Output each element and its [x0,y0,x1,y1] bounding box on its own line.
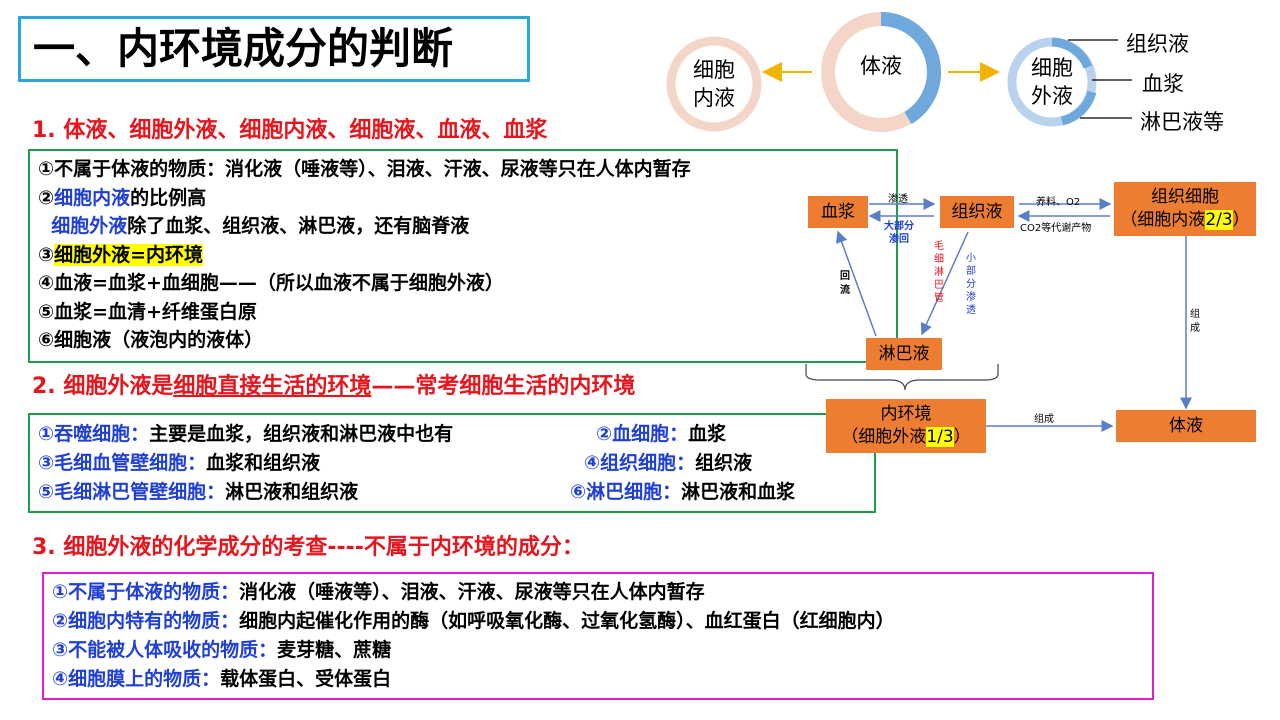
lymph-box: 淋巴液 [866,338,942,370]
plasma-box: 血浆 [808,196,868,228]
section1-line: ⑤血浆=血清+纤维蛋白原 [38,300,257,323]
page-title: 一、内环境成分的判断 [18,16,530,82]
lymph-etc-label: 淋巴液等 [1140,110,1224,134]
tissue-fluid-label: 组织液 [1126,32,1189,56]
section2-heading-b: 细胞直接生活的环境 [173,374,372,399]
body-fluid-box: 体液 [1116,410,1256,442]
section1-heading: 1. 体液、细胞外液、细胞内液、细胞液、血液、血浆 [32,118,548,143]
extracellular-label: 细胞外液 [1031,56,1073,108]
s3-item-4: ④细胞膜上的物质：载体蛋白、受体蛋白 [52,668,392,690]
compose-horizontal-label: 组成 [1034,414,1054,425]
s3-item-2: ②细胞内特有的物质：细胞内起催化作用的酶（如呼吸氧化酶、过氧化氢酶）、血红蛋白（… [52,610,895,632]
small-part-label: 小部分渗透 [966,253,976,316]
s2-item-2: ②血细胞：血浆 [596,423,727,445]
compose-vertical-label: 组成 [1190,309,1200,334]
nutrients-label: 养料、O2 [1036,197,1081,208]
section3-heading: 3. 细胞外液的化学成分的考查----不属于内环境的成分： [32,535,584,560]
s3-item-1: ①不属于体液的物质：消化液（唾液等）、泪液、汗液、尿液等只在人体内暂存 [52,581,705,603]
section2-heading: 2. 细胞外液是细胞直接生活的环境——常考细胞生活的内环境 [32,368,635,400]
section1-line: ①不属于体液的物质：消化液（唾液等）、泪液、汗液、尿液等只在人体内暂存 [38,158,691,180]
arrow-small-part [920,231,969,336]
section1-line: 细胞外液除了血浆、组织液、淋巴液，还有脑脊液 [51,215,470,237]
mostly-back-label: 大部分渗回 [884,221,914,245]
section3-box: ①不属于体液的物质：消化液（唾液等）、泪液、汗液、尿液等只在人体内暂存 ②细胞内… [42,572,1154,700]
section2-heading-c: ——常考细胞生活的内环境 [371,374,636,399]
s2-item-6: ⑥淋巴细胞：淋巴液和血浆 [570,481,796,503]
s2-item-1: ①吞噬细胞：主要是血浆，组织液和淋巴液中也有 [38,423,454,445]
section1-line: ④血液=血浆+血细胞——（所以血液不属于细胞外液） [38,272,504,294]
waste-label: CO2等代谢产物 [1020,223,1092,234]
section1-box: ①不属于体液的物质：消化液（唾液等）、泪液、汗液、尿液等只在人体内暂存 ②细胞内液… [28,149,898,363]
s2-item-5: ⑤毛细淋巴管壁细胞：淋巴液和组织液 [38,481,359,503]
return-label: 回流 [840,271,850,296]
intracellular-label: 细胞内液 [693,58,735,110]
brace [805,364,999,391]
s2-item-3: ③毛细血管壁细胞：血浆和组织液 [38,452,321,474]
section1-line: ②细胞内液的比例高 [38,186,207,209]
section2-heading-a: 2. 细胞外液是 [32,374,174,399]
section1-line: ③细胞外液=内环境 [38,243,204,266]
s3-item-3: ③不能被人体吸收的物质：麦芽糖、蔗糖 [52,639,392,661]
capillary-lymph-label: 毛细淋巴管 [934,241,944,304]
body-fluid-label: 体液 [860,54,902,78]
arrow-return [835,230,877,337]
internal-env-box: 内环境 （细胞外液1/3） [826,399,986,453]
s2-item-4: ④组织细胞：组织液 [584,452,753,474]
osmosis-label: 渗透 [888,194,908,205]
plasma-label: 血浆 [1142,72,1184,96]
intracellular-ring [666,36,762,132]
section2-box: ①吞噬细胞：主要是血浆，组织液和淋巴液中也有 ②血细胞：血浆 ③毛细血管壁细胞：… [28,413,876,513]
section1-line: ⑥细胞液（液泡内的液体） [38,329,264,351]
tissue-cell-box: 组织细胞 （细胞内液2/3） [1114,182,1256,236]
tissue-fluid-box: 组织液 [940,196,1014,228]
body-fluid-ring-blue [880,12,942,125]
